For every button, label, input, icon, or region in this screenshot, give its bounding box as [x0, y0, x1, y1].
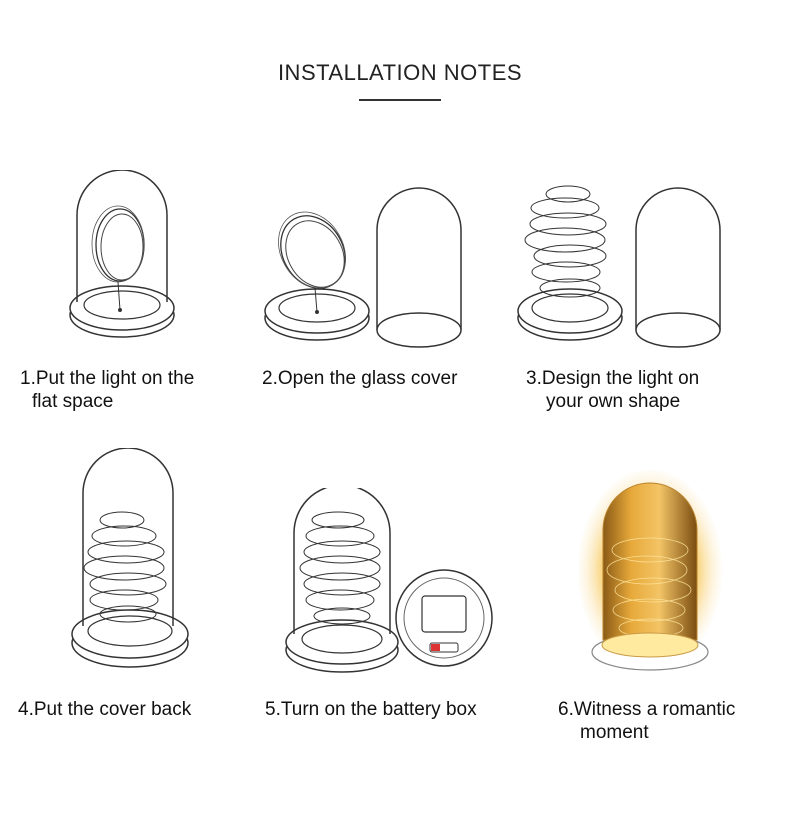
step-6-caption-line1: 6.Witness a romantic — [558, 699, 736, 720]
step-5-caption: 5.Turn on the battery box — [265, 698, 477, 721]
battery-box-icon — [285, 488, 493, 673]
page-title: INSTALLATION NOTES — [277, 60, 523, 85]
step-3-illustration — [510, 180, 730, 350]
step-1-illustration — [60, 170, 200, 350]
step-4-illustration — [62, 448, 202, 668]
glowing-jar-icon — [578, 470, 722, 671]
step-3-caption-line1: 3.Design the light on — [526, 368, 700, 389]
covered-jar-icon — [71, 448, 189, 668]
step-6-caption-line2: moment — [580, 722, 649, 743]
shaped-wire-light-icon — [517, 185, 721, 348]
step-6-illustration — [575, 470, 725, 680]
step-3-caption-line2: your own shape — [546, 391, 681, 412]
step-5-caption-line1: 5.Turn on the battery box — [265, 699, 477, 720]
step-3-caption: 3.Design the light on your own shape — [526, 367, 699, 413]
step-6-caption: 6.Witness a romantic moment — [558, 698, 735, 744]
step-1-caption-line2: flat space — [32, 391, 114, 412]
step-2-illustration — [255, 180, 475, 350]
step-2-caption: 2.Open the glass cover — [262, 367, 457, 390]
step-4-caption: 4.Put the cover back — [18, 698, 191, 721]
step-1-caption-line1: 1.Put the light on the — [20, 368, 195, 389]
step-1-caption: 1.Put the light on the flat space — [20, 367, 194, 413]
jar-with-wire-light-icon — [69, 170, 175, 338]
step-5-illustration — [280, 488, 510, 678]
step-2-caption-line1: 2.Open the glass cover — [262, 368, 458, 389]
step-4-caption-line1: 4.Put the cover back — [18, 699, 192, 720]
open-jar-cover-icon — [264, 187, 462, 348]
title-underline — [359, 99, 441, 101]
